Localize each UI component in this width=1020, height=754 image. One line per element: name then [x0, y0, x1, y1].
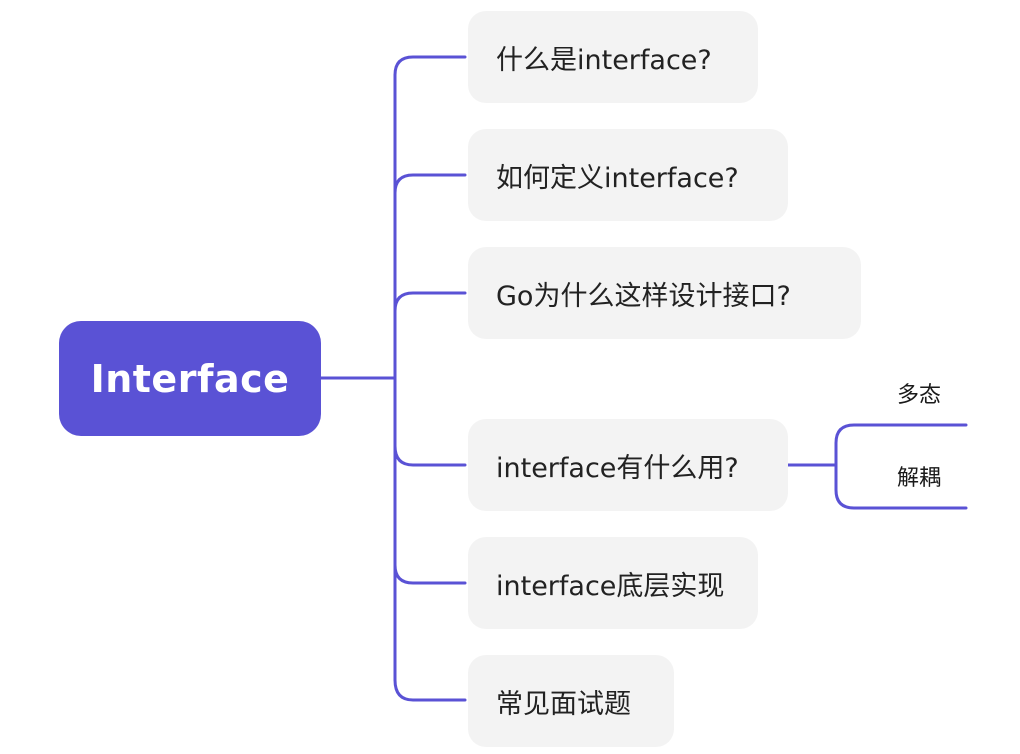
branch-what-is-interface[interactable]: 什么是interface? — [468, 11, 758, 103]
branch-go-design-reason[interactable]: Go为什么这样设计接口? — [468, 247, 861, 339]
branch-label: interface有什么用? — [496, 452, 739, 484]
connector-branch-1 — [393, 55, 467, 77]
root-node[interactable]: Interface — [59, 321, 321, 436]
branch-label: 什么是interface? — [496, 44, 712, 76]
branch-underlying-implementation[interactable]: interface底层实现 — [468, 537, 758, 629]
leaf-decoupling[interactable]: 解耦 — [897, 466, 942, 491]
connector-use-2 — [834, 463, 968, 510]
root-label: Interface — [90, 356, 290, 401]
leaf-polymorphism[interactable]: 多态 — [897, 383, 942, 408]
branch-label: 如何定义interface? — [496, 162, 739, 194]
branch-define-interface[interactable]: 如何定义interface? — [468, 129, 788, 221]
branch-label: interface底层实现 — [496, 570, 725, 602]
connector-branch-2 — [393, 173, 467, 195]
connector-branch-4 — [393, 444, 467, 467]
branch-label: Go为什么这样设计接口? — [496, 280, 791, 312]
connector-use-1 — [834, 423, 968, 467]
connector-branch-5 — [393, 563, 467, 585]
connector-branch-6 — [393, 678, 467, 702]
branch-label: 常见面试题 — [496, 688, 631, 720]
branch-interface-uses[interactable]: interface有什么用? — [468, 419, 788, 511]
connector-branch-3 — [393, 291, 467, 313]
branch-interview-questions[interactable]: 常见面试题 — [468, 655, 674, 747]
